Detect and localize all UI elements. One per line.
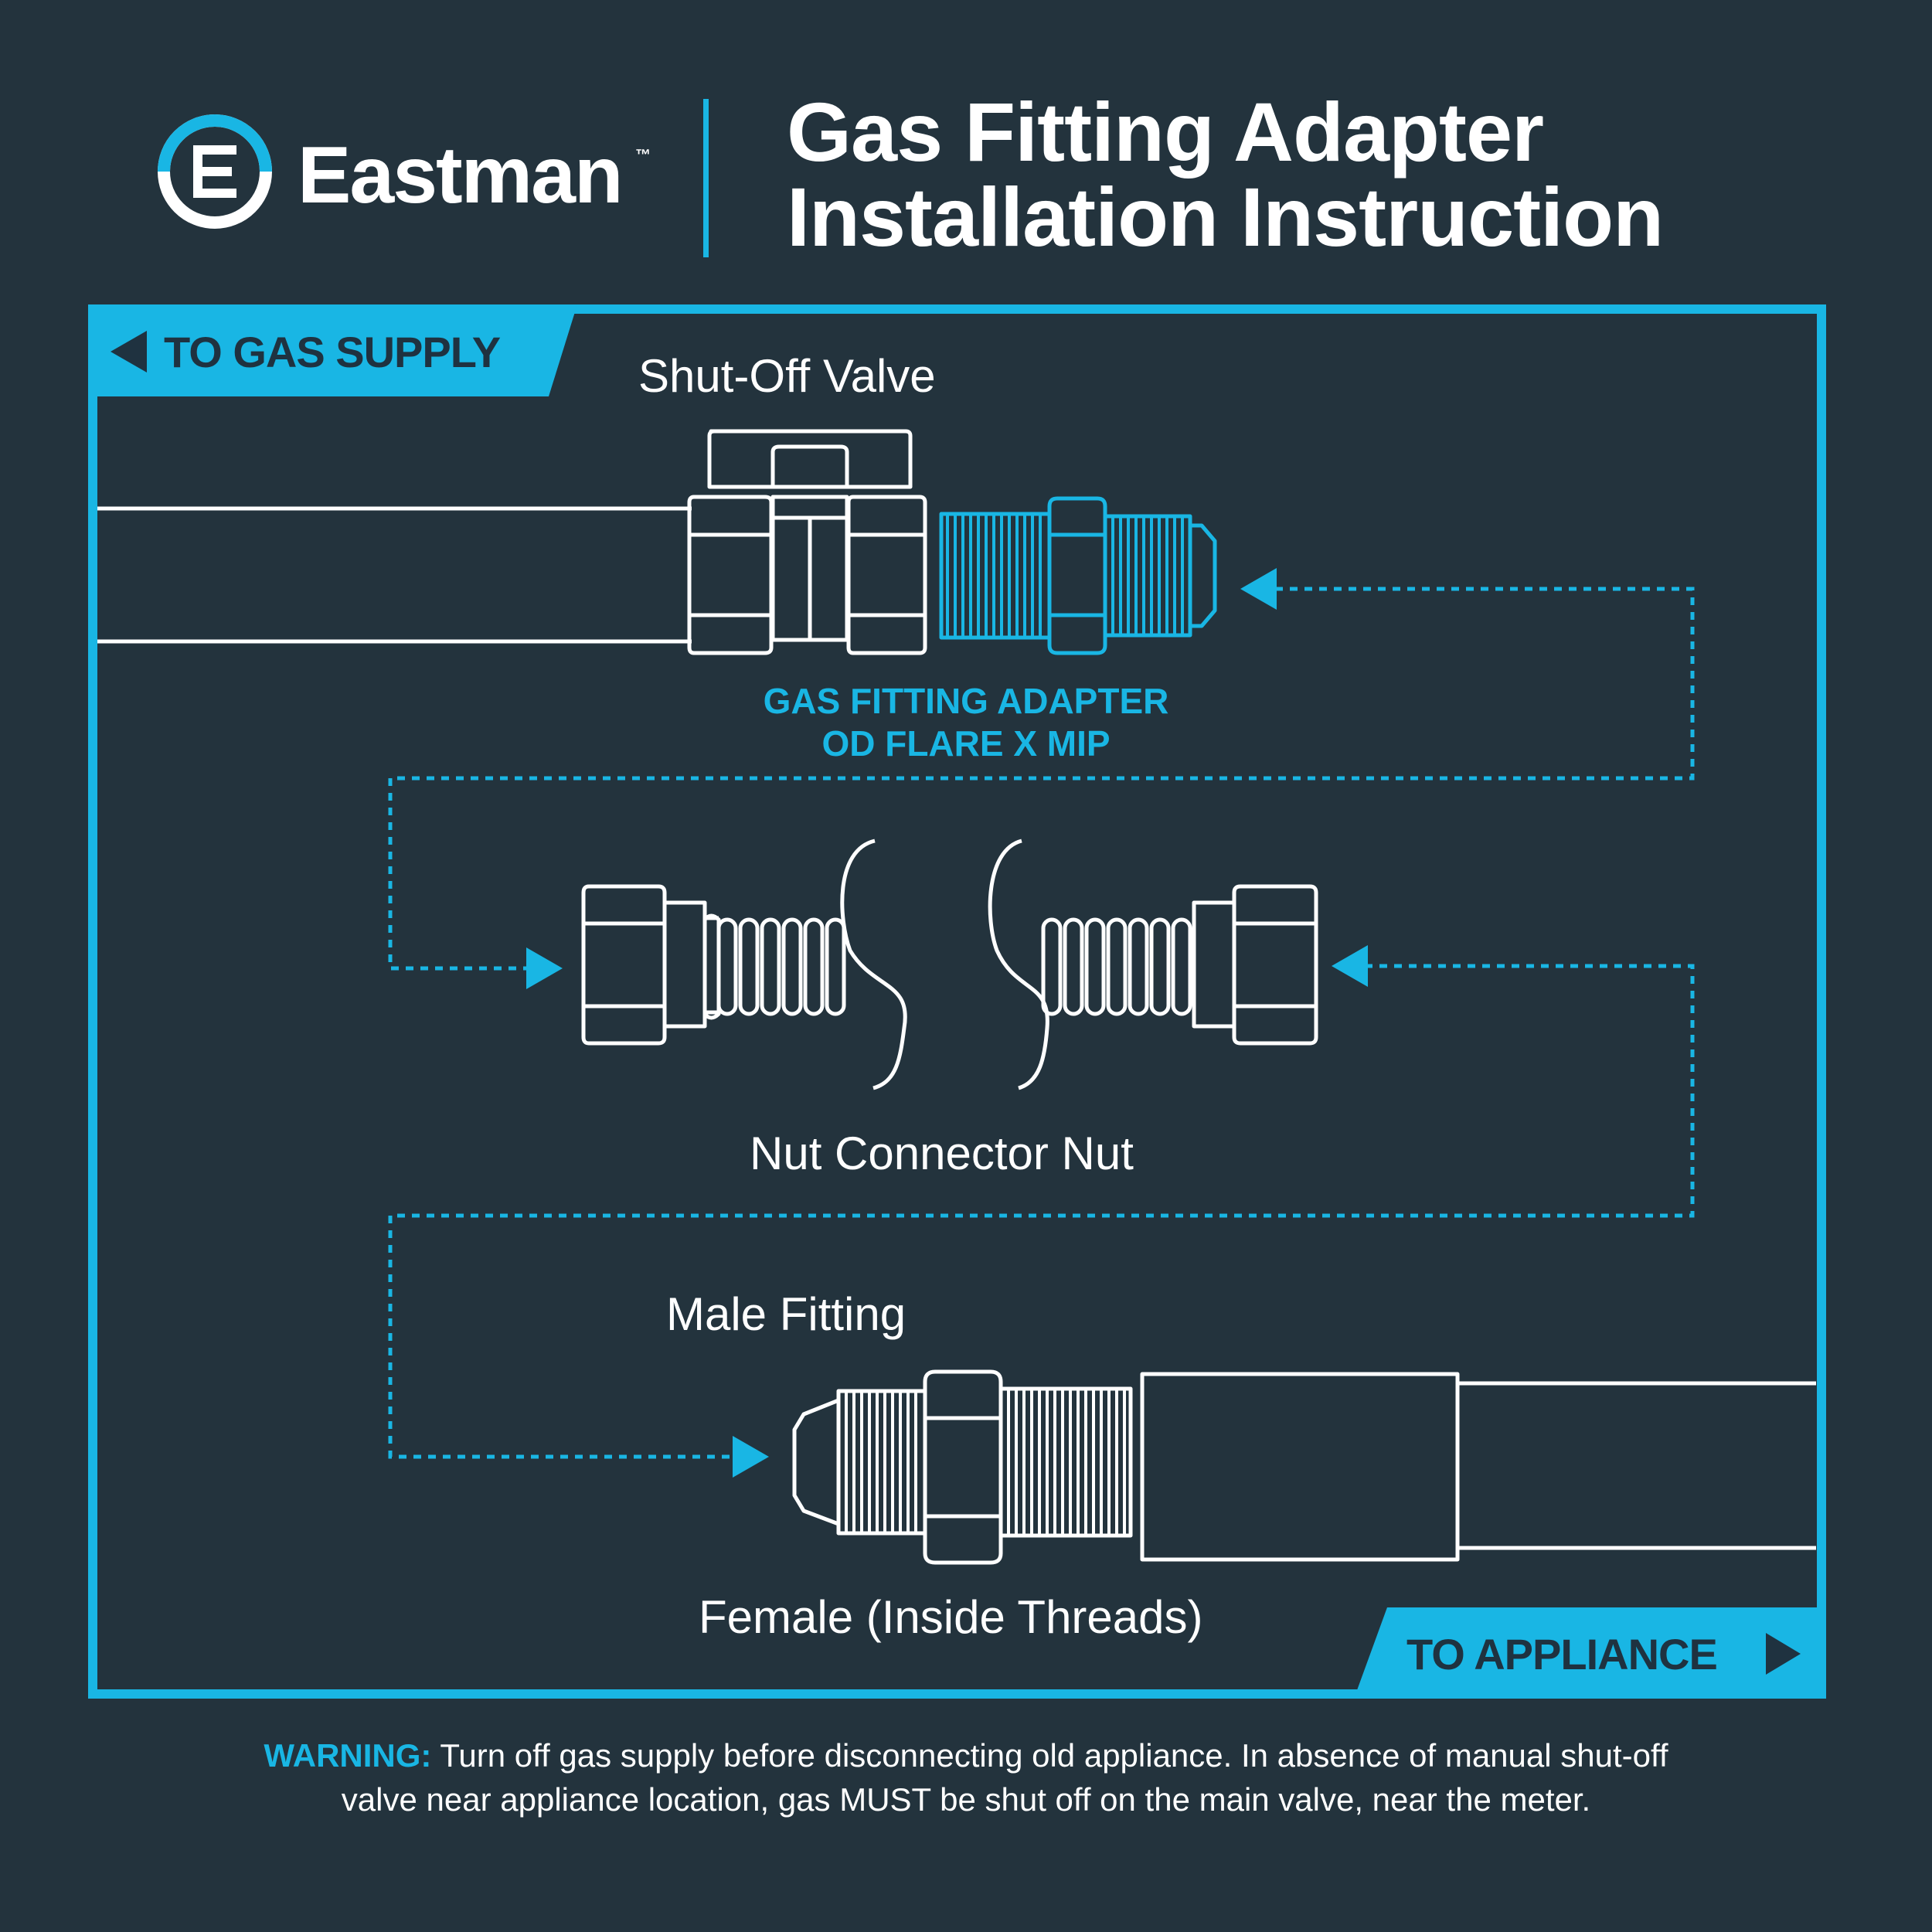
male-fitting-label: Male Fitting — [666, 1288, 906, 1340]
page-title-line2: Installation Instruction — [787, 170, 1664, 264]
header-divider — [703, 99, 709, 257]
connection-arrows — [526, 568, 1368, 1478]
male-fitting-drawing — [792, 1369, 1816, 1565]
male-fitting-threads-right — [1007, 1389, 1126, 1536]
shutoff-valve-drawing — [687, 429, 927, 655]
right-arrow-icon — [1766, 1633, 1801, 1675]
hose-corrugation-left — [716, 917, 846, 1016]
adapter-label-line2: OD FLARE X MIP — [821, 723, 1111, 764]
male-fitting-threads-left — [845, 1391, 917, 1533]
gas-supply-label: TO GAS SUPPLY — [164, 328, 501, 376]
appliance-label: TO APPLIANCE — [1406, 1630, 1718, 1679]
brand-trademark: ™ — [635, 147, 651, 164]
eastman-logo-icon — [158, 114, 272, 229]
shutoff-valve-label: Shut-Off Valve — [638, 350, 936, 402]
page-title-line1: Gas Fitting Adapter — [787, 85, 1544, 179]
gas-supply-tag — [88, 304, 577, 396]
adapter-label-line1: GAS FITTING ADAPTER — [763, 681, 1169, 721]
warning-prefix: WARNING: — [264, 1737, 432, 1774]
female-label: Female (Inside Threads) — [699, 1591, 1203, 1643]
warning-text-line1: Turn off gas supply before disconnecting… — [431, 1737, 1668, 1774]
nut-connector-label: Nut Connector Nut — [750, 1128, 1134, 1179]
connector-nut-left-drawing — [581, 838, 907, 1090]
gas-fitting-adapter-drawing — [939, 496, 1217, 655]
left-arrow-icon — [111, 331, 147, 372]
adapter-right-threads — [1111, 516, 1184, 635]
adapter-left-threads — [946, 514, 1042, 638]
connection-paths — [388, 587, 1695, 1459]
warning-line1: WARNING: Turn off gas supply before disc… — [0, 1737, 1932, 1774]
supply-pipe — [97, 506, 692, 644]
connector-nut-right-drawing — [988, 838, 1318, 1090]
diagram-frame — [88, 304, 1826, 1699]
arrow-to-male-fitting-icon — [733, 1436, 769, 1478]
arrow-to-right-nut-icon — [1332, 945, 1368, 987]
brand-name: Eastman — [298, 131, 624, 220]
warning-line2: valve near appliance location, gas MUST … — [341, 1781, 1591, 1818]
hose-corrugation-right — [1041, 917, 1192, 1016]
arrow-to-adapter-icon — [1240, 568, 1277, 610]
appliance-tag — [1354, 1607, 1826, 1699]
arrow-to-left-nut-icon — [526, 947, 563, 989]
